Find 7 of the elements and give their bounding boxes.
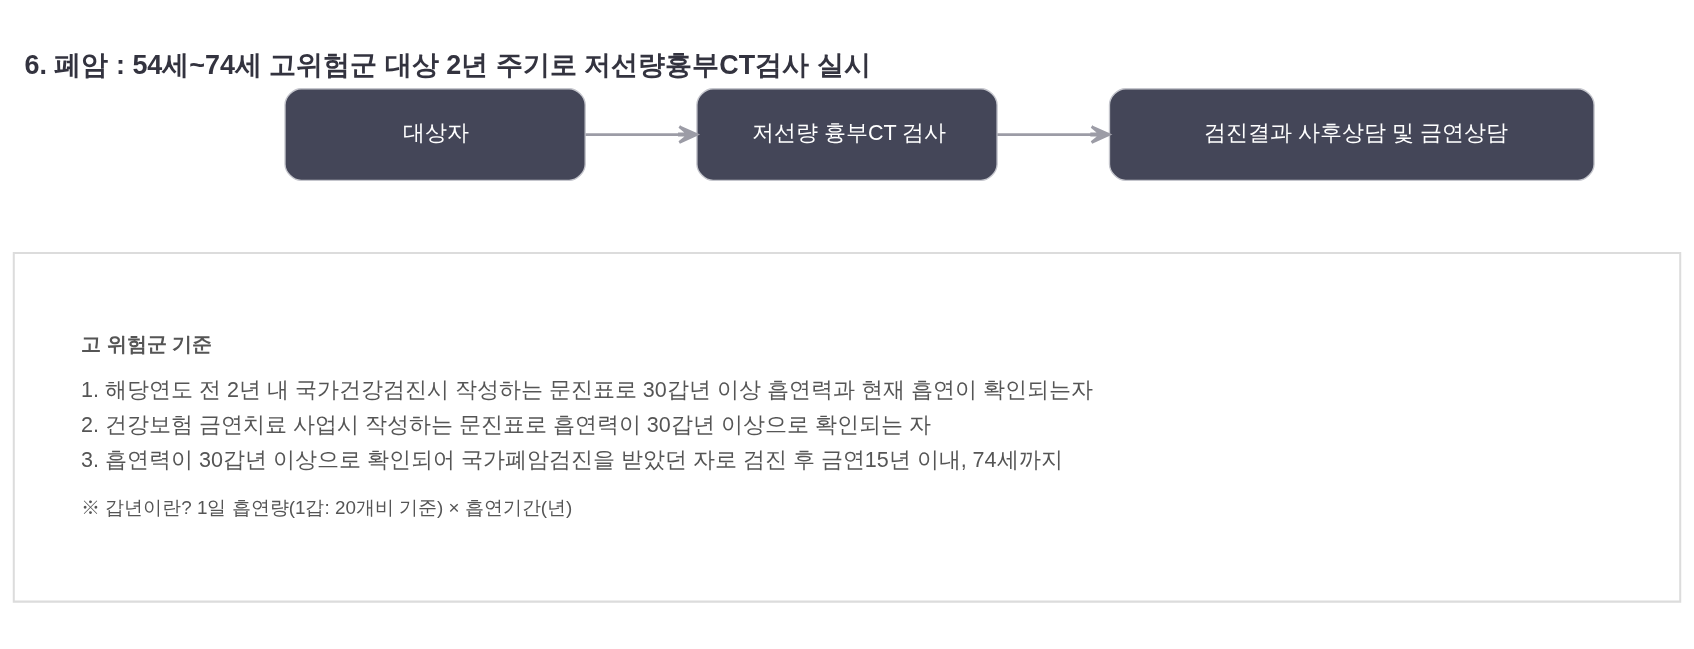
node-box: 검진결과 사후상담 및 금연상담 [1108, 87, 1595, 181]
node-box: 대상자 [284, 87, 586, 181]
arrow [585, 124, 699, 144]
arrow [997, 124, 1111, 144]
node-box: 저선량 흉부CT 검사 [696, 87, 998, 181]
node-box: 고 위험군 기준 1. 해당연도 전 2년 내 국가건강검진시 작성하는 문진표로 30갑년 이상 흡연력과 현재 흡연이 확인되는자 2. 건강보험 금연치료 사업시 작성하는 문진표로 흡연력이 30갑년 이상으로 확인되는 자 3. 흡연력이 30갑년 이상으로 확인되어 국가폐암검진을 받았던 자로 검진 후 금연15년 이내, 74세까지 ※ 갑년이란? 1일 흡연량(1갑: 20개비 기준) × 흡연기간(년) [12, 251, 1682, 603]
diagram-title: 6. 폐암 : 54세~74세 고위험군 대상 2년 주기로 저선량흉부CT검사 실시 [24, 49, 871, 80]
